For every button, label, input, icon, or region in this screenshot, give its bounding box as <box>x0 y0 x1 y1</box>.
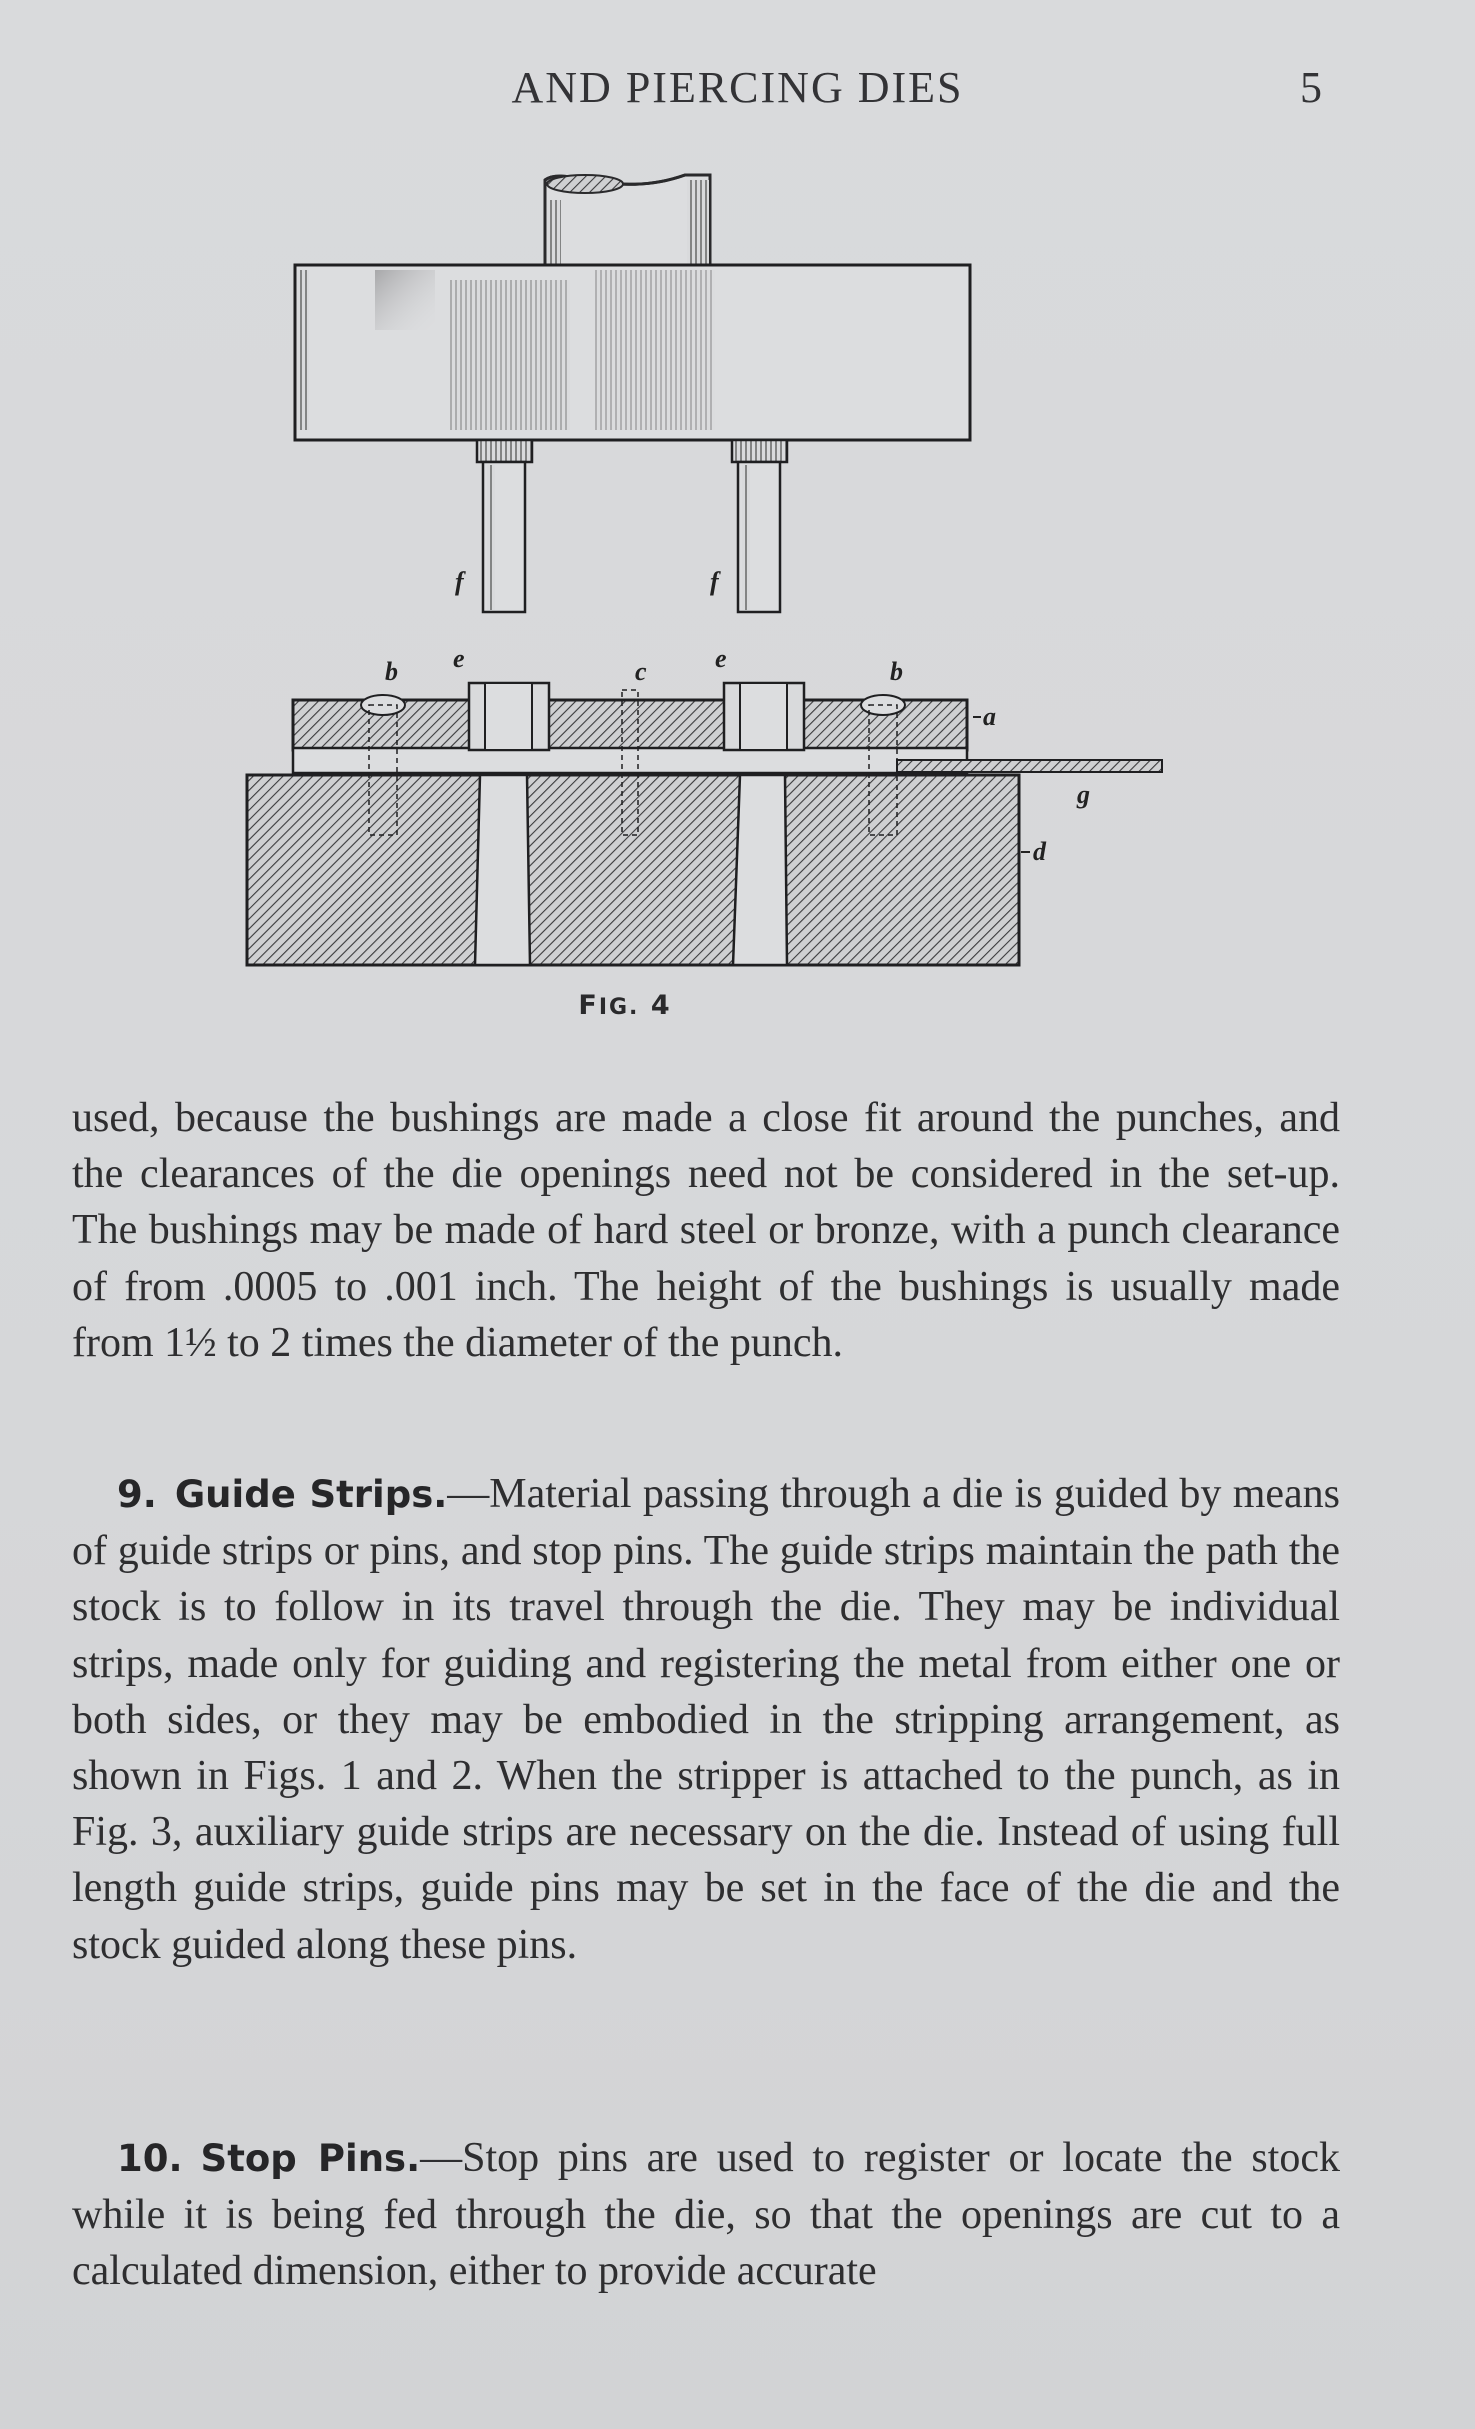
section-number: 10. <box>117 2137 183 2180</box>
label-d: d <box>1033 837 1047 866</box>
caption-prefix: F <box>578 990 599 1021</box>
label-e-right: e <box>715 644 727 673</box>
figure-4-die-diagram: f f b e c e b a g d <box>235 170 1185 970</box>
caption-smallcaps: IG. <box>598 995 640 1020</box>
punch-left <box>475 438 534 614</box>
paragraph-text: used, because the bushings are made a cl… <box>72 1095 1340 1366</box>
section-10: 10. Stop Pins.—Stop pins are used to regi… <box>72 2130 1340 2300</box>
label-a: a <box>983 702 996 731</box>
section-text: —Stop pins are used to register or locat… <box>72 2135 1340 2295</box>
label-f-left: f <box>455 567 466 596</box>
paragraph-stop-pins: 10. Stop Pins.—Stop pins are used to regi… <box>72 2130 1340 2300</box>
punch-shank <box>543 173 712 272</box>
paragraph-guide-strips: 9. Guide Strips.—Material passing through… <box>72 1466 1340 1973</box>
section-number: 9. <box>117 1473 157 1516</box>
label-f-right: f <box>710 567 721 596</box>
figure-caption: FIG. 4 <box>0 990 1250 1021</box>
screw-left <box>360 694 406 836</box>
die-block <box>245 773 1021 967</box>
section-heading: Guide Strips. <box>174 1473 448 1516</box>
punch-holder <box>293 263 972 442</box>
label-g: g <box>1076 780 1090 809</box>
paragraph-continued: used, because the bushings are made a cl… <box>72 1090 1340 1371</box>
running-title: AND PIERCING DIES <box>511 63 964 112</box>
section-9: 9. Guide Strips.—Material passing through… <box>72 1466 1340 1973</box>
stock-strip <box>896 759 1163 773</box>
label-e-left: e <box>453 644 465 673</box>
punch-right <box>730 438 789 614</box>
caption-number: 4 <box>650 990 672 1021</box>
label-b-left: b <box>385 657 398 686</box>
page-number: 5 <box>1300 63 1322 112</box>
section-heading: Stop Pins. <box>200 2137 421 2180</box>
label-c: c <box>635 657 647 686</box>
stripper-plate <box>291 681 969 775</box>
running-head: AND PIERCING DIES 5 <box>0 62 1475 122</box>
label-b-right: b <box>890 657 903 686</box>
section-text: —Material passing through a die is guide… <box>72 1471 1340 1968</box>
die-illustration: f f b e c e b a g d <box>245 173 1163 967</box>
screw-right <box>860 694 906 836</box>
